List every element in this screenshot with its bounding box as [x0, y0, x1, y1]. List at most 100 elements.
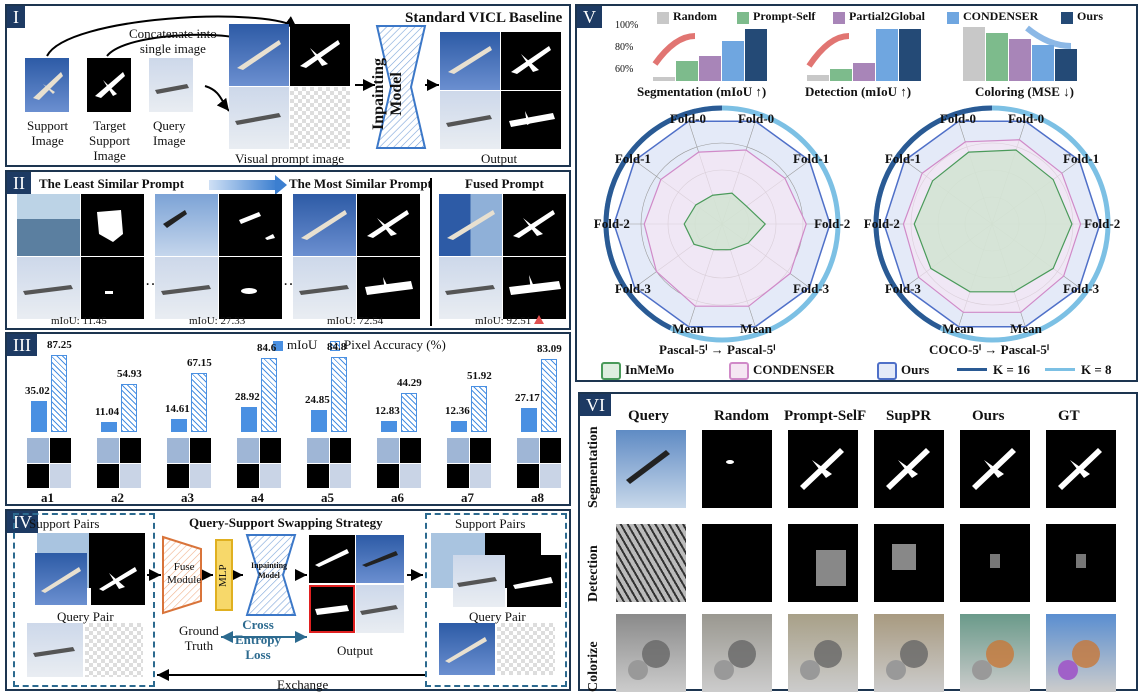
column-header: GT: [1058, 408, 1080, 424]
performance-bar: [1009, 39, 1031, 81]
support-pairs-left: Support Pairs: [29, 516, 100, 531]
result-image: [616, 524, 686, 602]
panel-roman-label: II: [7, 172, 31, 194]
panel-i: I Standard VICL Baseline Support Image T…: [5, 4, 571, 167]
performance-bar: [807, 75, 829, 81]
legend-label: Partial2Global: [849, 9, 925, 23]
radar-axis-label: Fold-1: [1063, 151, 1099, 166]
performance-bar: [745, 29, 767, 81]
performance-bar: [722, 41, 744, 81]
miou-3: mIoU: 72.54: [327, 315, 384, 327]
left-support-box: [13, 513, 155, 687]
sample-label: a3: [181, 490, 194, 505]
legend-miou: mIoU: [287, 337, 318, 352]
bar-miou: [521, 408, 537, 432]
iv-out-tl: [309, 535, 355, 583]
legend-swatch: [737, 12, 749, 24]
bar-pixel-accuracy: [191, 372, 207, 432]
prompt2-tl: [155, 194, 218, 256]
result-image: [616, 614, 686, 692]
bar-pixel-accuracy: [51, 355, 67, 432]
prompt1-tr: [81, 194, 144, 256]
fuse-module-shape: [162, 535, 202, 615]
fuse-module-label: Fuse Module: [167, 561, 202, 586]
sample-thumbnail: [377, 438, 421, 488]
target-support-image: [87, 58, 131, 112]
column-header: SupPR: [886, 408, 932, 424]
query-image-label: Query Image: [153, 118, 186, 148]
panel-roman-label: I: [7, 6, 25, 28]
radar-axis-label: Mean: [1010, 321, 1043, 336]
bar-miou: [381, 420, 397, 432]
bar-miou: [311, 410, 327, 432]
radar-axis-label: Fold-0: [670, 111, 706, 126]
seg-label: Segmentation (mIoU ↑): [637, 84, 767, 99]
exchange-label: Exchange: [277, 677, 329, 692]
output-label: Output: [337, 643, 374, 658]
result-image: [874, 524, 944, 602]
fused-br: [503, 257, 566, 319]
radar-right-title: COCO-5ⁱ → Pascal-5ⁱ: [929, 342, 1050, 357]
query-left-empty: [85, 623, 143, 677]
concat-label: Concatenate into single image: [129, 26, 217, 56]
sample-label: a7: [461, 490, 474, 505]
prompt1-tl: [17, 194, 80, 256]
panel-roman-label: III: [7, 334, 37, 356]
sample-thumbnail: [447, 438, 491, 488]
prompt1-bl: [17, 257, 80, 319]
performance-bar: [986, 33, 1008, 81]
fused-tl: [439, 194, 502, 256]
panel-title: Standard VICL Baseline: [405, 10, 563, 26]
legend-ours: Ours: [901, 362, 930, 377]
inpainting-model-shape: [245, 534, 297, 616]
trend-arrows: [652, 25, 1072, 68]
miou-value-label: 27.17: [515, 392, 540, 405]
sample-thumbnail: [97, 438, 141, 488]
panel-title: Query-Support Swapping Strategy: [189, 515, 383, 530]
legend-k8: K = 8: [1081, 362, 1112, 377]
row-label: Colorize: [586, 641, 601, 692]
radar-axis-label: Fold-1: [793, 151, 829, 166]
legend-label: CONDENSER: [963, 9, 1039, 23]
y-tick-label: 80%: [615, 42, 634, 53]
right-support-box: [425, 513, 567, 687]
result-image: [960, 430, 1030, 508]
pa-value-label: 54.93: [117, 367, 142, 380]
result-image: [788, 524, 858, 602]
legend-miou-swatch: [273, 341, 283, 351]
miou-value-label: 24.85: [305, 394, 330, 407]
fused-prompt-label: Fused Prompt: [465, 176, 544, 191]
sample-label: a8: [531, 490, 544, 505]
panel-iv: IV Query-Support Swapping Strategy Suppo…: [5, 509, 571, 692]
bar-pixel-accuracy: [401, 393, 417, 432]
legend-swatch: [947, 12, 959, 24]
radar-left-title: Pascal-5ⁱ → Pascal-5ⁱ: [659, 342, 776, 357]
result-image: [616, 430, 686, 508]
radar-axis-label: Mean: [672, 321, 705, 336]
bar-miou: [241, 406, 257, 432]
trend-arrow: [652, 33, 696, 66]
bar-pixel-accuracy: [261, 357, 277, 432]
result-image: [1046, 524, 1116, 602]
performance-bar: [676, 61, 698, 81]
det-label: Detection (mIoU ↑): [805, 84, 912, 99]
prompt3-tl: [293, 194, 356, 256]
most-similar-label: The Most Similar Prompt: [289, 176, 432, 191]
legend-label: Prompt-Self: [753, 9, 816, 23]
k16-arc: [603, 105, 723, 331]
query-right-img: [439, 623, 495, 675]
radar-axis-label: Fold-2: [864, 216, 900, 231]
legend-pa-swatch: [330, 341, 340, 351]
performance-bar: [653, 77, 675, 81]
prompt2-br: [219, 257, 282, 319]
miou-value-label: 35.02: [25, 385, 50, 398]
performance-bar: [1032, 45, 1054, 81]
support-image-label: Support Image: [27, 118, 69, 148]
row-label: Segmentation: [586, 426, 601, 508]
sample-label: a6: [391, 490, 404, 505]
performance-bar: [699, 56, 721, 81]
